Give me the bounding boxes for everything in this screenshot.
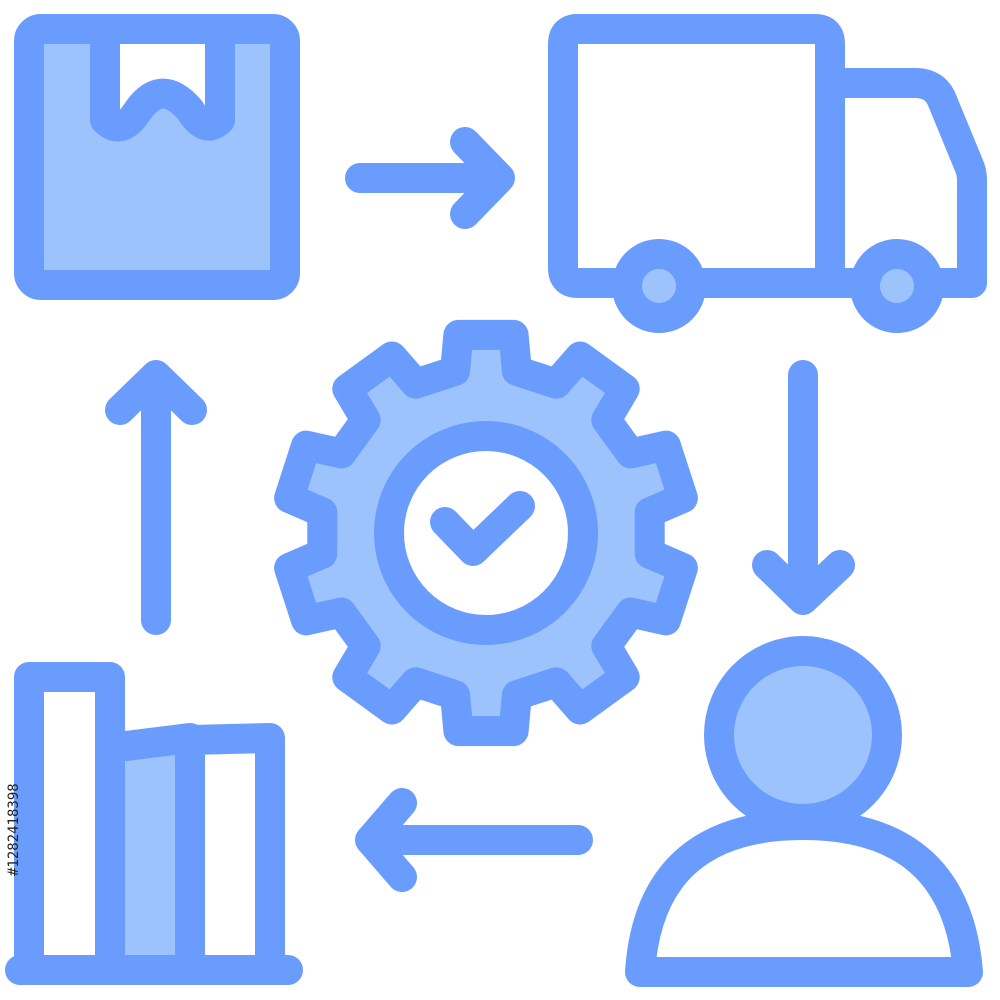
delivery-truck-icon <box>548 14 987 333</box>
bar-chart-icon <box>5 662 303 985</box>
arrow-right-icon <box>345 127 515 229</box>
settings-gear-check-icon <box>274 319 698 747</box>
stock-image-id-label: #1282418398 <box>6 783 22 877</box>
user-icon <box>625 636 983 987</box>
arrow-up-icon <box>105 360 207 635</box>
arrow-down-icon <box>752 360 855 615</box>
package-icon <box>14 14 300 300</box>
arrow-left-icon <box>355 788 593 892</box>
